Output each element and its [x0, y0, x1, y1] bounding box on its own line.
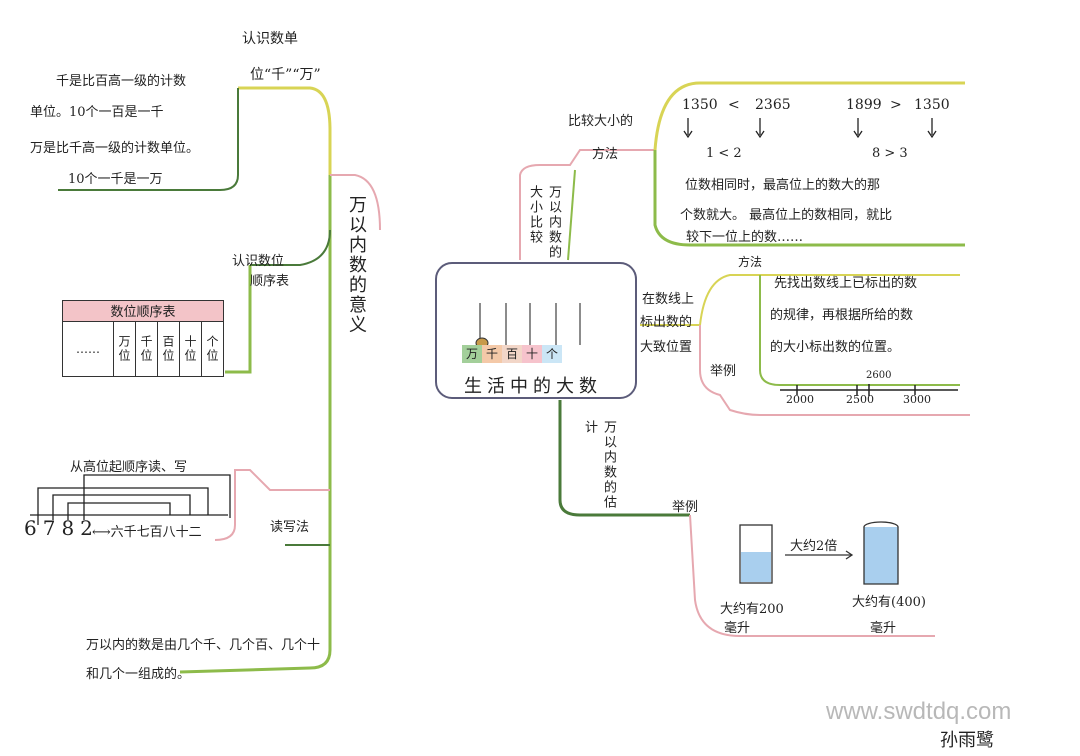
- estimate-arrow-text: 大约2倍: [790, 539, 838, 554]
- numberline-label-1: 在数线上: [642, 292, 695, 307]
- col-ge: 个位: [201, 321, 224, 377]
- estimate-right-caption-1: 大约有(400): [852, 595, 926, 610]
- numberline-label-3: 大致位置: [640, 340, 693, 355]
- abacus-labels: 万 千 百 十 个: [462, 345, 562, 363]
- numberline-tick-2000: 2000: [786, 393, 814, 406]
- bead-label-bai: 百: [502, 345, 522, 363]
- watermark: www.swdtdq.com: [826, 698, 1012, 725]
- sub-table-label-2: 顺序表: [250, 274, 290, 289]
- col-wan: 万位: [113, 321, 136, 377]
- branch-meaning-label: 万以内数的意义: [346, 195, 367, 335]
- ex2-b: 1350: [914, 97, 950, 113]
- sub-table-label-1: 认识数位: [232, 254, 285, 269]
- wan-text-line-2: 单位。10个一百是一千: [30, 105, 164, 120]
- col-qian: 千位: [135, 321, 158, 377]
- ex2-digits: 8 > 3: [872, 146, 908, 161]
- compare-method-label-1: 比较大小的: [568, 114, 634, 129]
- bottom-line-2: 和几个一组成的。: [86, 667, 191, 682]
- place-value-table-title: 数位顺序表: [62, 300, 224, 321]
- ex1-op: <: [728, 97, 740, 113]
- estimate-left-caption-1: 大约有200: [720, 602, 784, 617]
- numberline-tick-2500: 2500: [846, 393, 874, 406]
- numberline-method-1: 先找出数线上已标出的数: [774, 276, 918, 291]
- author-signature: 孙雨鹭: [940, 730, 994, 751]
- col-bai: 百位: [157, 321, 180, 377]
- sub-wan-label-1: 认识数单: [242, 31, 298, 47]
- bead-label-qian: 千: [482, 345, 502, 363]
- read-reading: ⟷六千七百八十二: [92, 525, 202, 540]
- bead-label-shi: 十: [522, 345, 542, 363]
- numberline-tick-3000: 3000: [903, 393, 931, 406]
- sub-wan-label-2: 位“千”“万”: [250, 67, 321, 83]
- ex1-digits: 1 < 2: [706, 146, 742, 161]
- read-digits: 6782: [24, 516, 99, 540]
- numberline-marked: 2600: [866, 370, 892, 381]
- wan-text-line-4: 10个一千是一万: [68, 172, 163, 187]
- estimate-left-caption-2: 毫升: [724, 621, 751, 636]
- center-title: 生活中的大数: [464, 376, 602, 397]
- ex2-a: 1899: [846, 97, 882, 113]
- branch-estimate-label: 万以内数的估计: [582, 420, 616, 510]
- read-write-note: 从高位起顺序读、写: [70, 460, 188, 475]
- bottom-line-1: 万以内的数是由几个千、几个百、几个十: [86, 638, 321, 653]
- numberline-method-tag: 方法: [738, 255, 763, 269]
- branch-compare-label: 万以内数的大小比较: [527, 185, 561, 260]
- ex1-a: 1350: [682, 97, 718, 113]
- compare-rule-1: 位数相同时，最高位上的数大的那: [685, 178, 881, 193]
- wan-text-line-1: 千是比百高一级的计数: [56, 74, 187, 89]
- ex1-b: 2365: [755, 97, 791, 113]
- estimate-right-caption-2: 毫升: [870, 621, 897, 636]
- compare-rule-3: 较下一位上的数……: [686, 230, 804, 245]
- bead-label-wan: 万: [462, 345, 482, 363]
- numberline-method-2: 的规律，再根据所给的数: [770, 308, 914, 323]
- ex2-op: >: [890, 97, 902, 113]
- compare-method-label-2: 方法: [592, 147, 619, 162]
- numberline-method-3: 的大小标出数的位置。: [770, 340, 901, 355]
- numberline-example-tag: 举例: [710, 364, 737, 379]
- wan-text-line-3: 万是比千高一级的计数单位。: [30, 141, 200, 156]
- read-write-label: 读写法: [270, 520, 310, 535]
- estimate-example-tag: 举例: [672, 500, 699, 515]
- compare-rule-2: 个数就大。 最高位上的数相同，就比: [680, 208, 893, 223]
- col-shi: 十位: [179, 321, 202, 377]
- table-dots: ……: [62, 321, 114, 377]
- beaker-large: [863, 521, 899, 585]
- bead-label-ge: 个: [542, 345, 562, 363]
- beaker-small: [739, 524, 773, 584]
- place-value-table: 数位顺序表 …… 万位 千位 百位 十位 个位: [62, 300, 224, 377]
- numberline-label-2: 标出数的: [640, 315, 693, 330]
